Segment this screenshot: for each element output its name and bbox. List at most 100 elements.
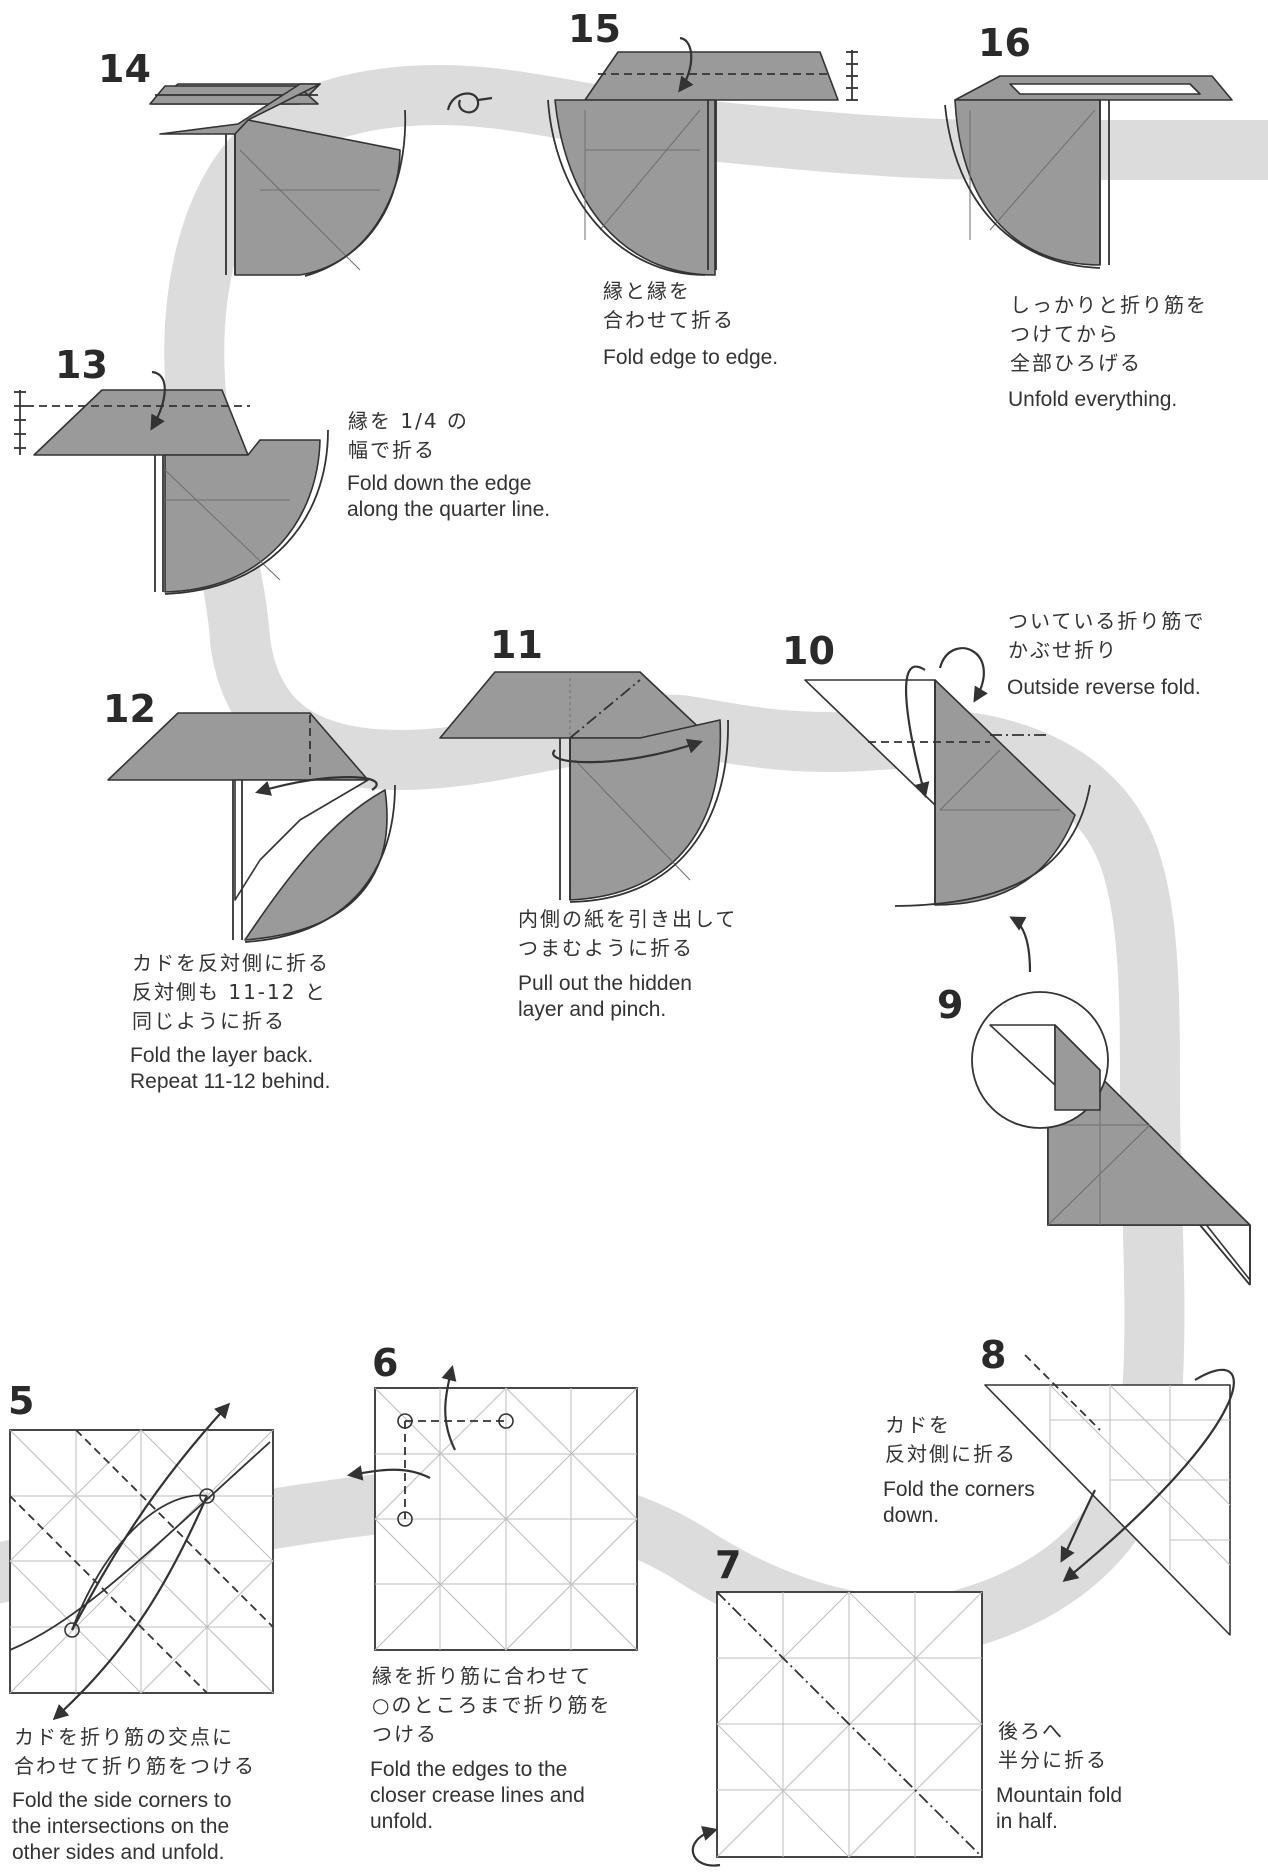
instruction-en: Mountain fold [996, 1784, 1122, 1807]
fold-arrow [52, 1495, 209, 1721]
arc-edge [164, 429, 329, 595]
step-number: 10 [782, 629, 835, 673]
instruction-en: Unfold everything. [1008, 388, 1177, 411]
fold-arrow [905, 665, 930, 798]
instruction-jp: 縁を 1/4 の [348, 409, 469, 433]
step-15: 15 縁と縁を 合わせて折る Fold edge to edge. [547, 7, 858, 369]
instruction-jp: つまむように折る [518, 936, 694, 960]
step-13: 13 縁を 1/4 の 幅で折る Fold down the edge alon… [14, 343, 550, 595]
step-number: 12 [103, 687, 156, 731]
crease [574, 759, 691, 881]
instruction-en: Fold the layer back. [130, 1044, 313, 1067]
step-number: 8 [980, 1333, 1006, 1377]
instruction-en: unfold. [370, 1810, 433, 1833]
step-number: 7 [715, 1543, 741, 1587]
crease-grid [9, 1429, 274, 1694]
step-10: 10 ついている折り筋で かぶせ折り Outside reverse fold. [782, 609, 1203, 907]
step-14: 14 [98, 47, 493, 277]
measure-ticks [14, 390, 26, 455]
crease [939, 749, 1001, 811]
step-9: 9 [937, 916, 1251, 1286]
instruction-en: Fold down the edge [347, 472, 531, 495]
valley-fold-line [75, 1429, 274, 1628]
instruction-jp: 全部ひろげる [1010, 351, 1142, 375]
paper-body [954, 99, 1101, 266]
target-circle [498, 1413, 514, 1429]
paper-body [1054, 1024, 1101, 1111]
valley-fold-line [1024, 1354, 1101, 1431]
paper-flap [439, 671, 711, 739]
mountain-fold-line [716, 1591, 983, 1858]
crease [1109, 1384, 1231, 1506]
paper-layer [984, 1384, 1231, 1636]
fold-arrow [1062, 1368, 1235, 1582]
step-number: 16 [978, 21, 1031, 65]
fold-arrow [255, 776, 378, 796]
target-circle [397, 1413, 413, 1429]
step-5: 5 カドを折り筋の交点に 合わせて折り筋をつける Fold the side c… [8, 1379, 274, 1864]
instruction-jp: つける [372, 1722, 438, 1746]
instruction-en: Fold edge to edge. [603, 346, 778, 369]
instruction-en: down. [883, 1504, 939, 1527]
instruction-jp: しっかりと折り筋を [1010, 293, 1208, 317]
measure-ticks [846, 50, 858, 101]
instruction-en: Pull out the hidden [518, 972, 692, 995]
fold-arrow [346, 1465, 431, 1481]
paper-flap [1009, 83, 1201, 95]
fold-edge [1199, 1224, 1251, 1286]
instruction-jp: 合わせて折る [603, 308, 735, 332]
instruction-jp: 内側の紙を引き出して [518, 907, 737, 931]
crease [1047, 1124, 1151, 1226]
paper-flap [33, 389, 249, 456]
step-16: 16 しっかりと折り筋を つけてから 全部ひろげる Unfold everyth… [944, 21, 1233, 411]
step-11: 11 内側の紙を引き出して つまむように折る Pull out the hidd… [439, 623, 737, 1021]
instruction-en: Outside reverse fold. [1007, 676, 1201, 699]
step-number: 11 [490, 623, 543, 667]
target-circle [64, 1622, 80, 1638]
crease [239, 149, 361, 271]
step-number: 6 [372, 1341, 398, 1385]
crease-grid [716, 1591, 983, 1858]
zoom-arrow [1009, 916, 1032, 973]
instruction-jp: 半分に折る [998, 1748, 1108, 1772]
instruction-jp: 合わせて折り筋をつける [14, 1754, 256, 1778]
instruction-jp: カドを折り筋の交点に [14, 1725, 234, 1749]
step-6: 6 縁を折り筋に合わせて ○のところまで折り筋を つける Fold the ed… [346, 1341, 638, 1833]
turn-over-icon [446, 92, 493, 114]
arc-edge [944, 104, 1101, 269]
instruction-en: other sides and unfold. [12, 1841, 224, 1864]
arc-edge [547, 99, 706, 276]
instruction-jp: 縁と縁を [603, 279, 691, 303]
fold-arrow [691, 1825, 721, 1867]
step-number: 5 [8, 1379, 34, 1423]
instruction-en: closer crease lines and [370, 1784, 585, 1807]
arc-edge [244, 784, 396, 943]
crease [1049, 1384, 1231, 1566]
valley-fold-line [9, 1495, 208, 1694]
instruction-jp: かぶせ折り [1008, 638, 1118, 662]
instruction-en: in half. [996, 1810, 1058, 1833]
arc-edge [894, 784, 1091, 907]
paper-flap [584, 51, 839, 101]
curve-line [9, 1441, 271, 1651]
step-7: 7 後ろへ 半分に折る Mountain fold in half. [691, 1543, 1122, 1867]
arc-edge [304, 109, 407, 277]
crease [989, 109, 1096, 231]
crease [164, 469, 281, 581]
target-circle [397, 1511, 413, 1527]
step-12: 12 カドを反対側に折る 反対側も 11-12 と 同じように折る Fold t… [103, 687, 396, 1093]
instruction-jp: ○のところまで折り筋を [372, 1693, 611, 1717]
crease [599, 109, 701, 231]
instruction-en: along the quarter line. [347, 498, 550, 521]
instruction-jp: つけてから [1010, 322, 1120, 346]
paper-body [164, 439, 321, 593]
instruction-jp: カドを [885, 1413, 951, 1437]
instruction-jp: 幅で折る [348, 438, 436, 462]
instruction-jp: 後ろへ [998, 1719, 1064, 1743]
fold-arrow [678, 36, 694, 93]
curve-line [71, 1494, 208, 1631]
step-number: 15 [568, 7, 621, 51]
instruction-jp: カドを反対側に折る [132, 951, 330, 975]
instruction-jp: 反対側に折る [885, 1442, 1017, 1466]
paper-body [234, 119, 401, 276]
